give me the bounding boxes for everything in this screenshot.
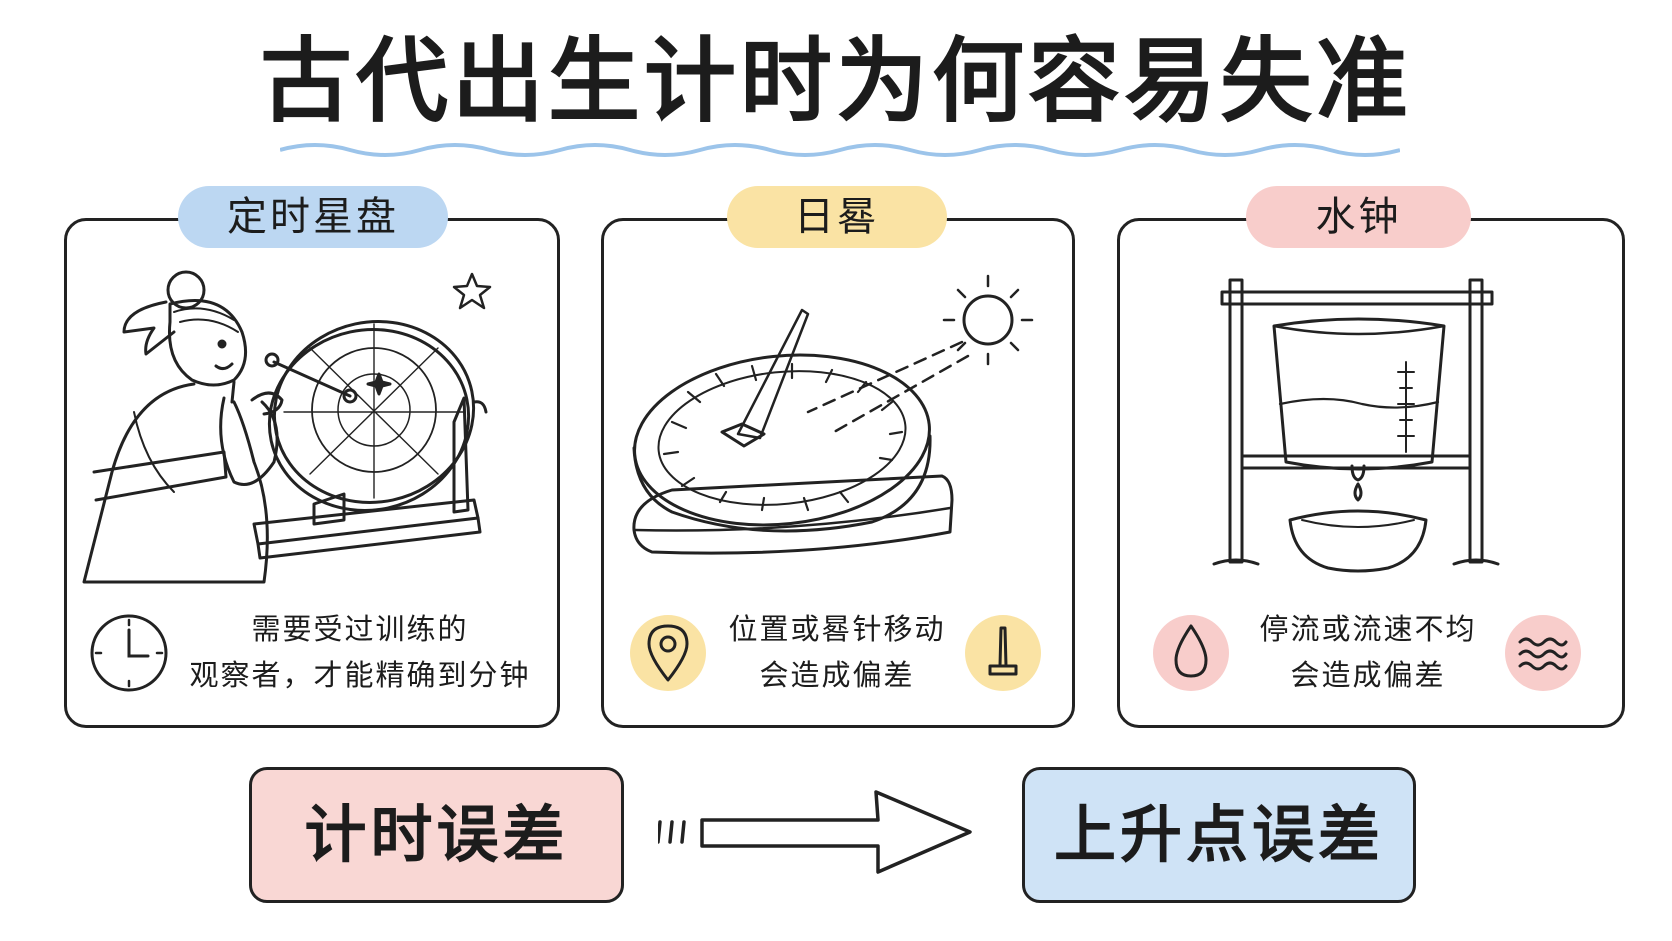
- caption-astrolabe-line1: 需要受过训练的: [251, 612, 469, 646]
- astrolabe-illustration: [82, 270, 492, 584]
- lower-basin: [1288, 509, 1428, 573]
- timing-error-box: 计时误差: [249, 767, 624, 903]
- waves-icon: [1505, 615, 1581, 691]
- sundial-illustration: [632, 274, 1034, 555]
- sun-icon: [962, 294, 1014, 346]
- sundial-dial: [633, 353, 931, 527]
- title-underline: [280, 143, 1400, 157]
- arrow-right-icon: [658, 790, 972, 874]
- gnomon-icon: [965, 615, 1041, 691]
- astrolabe-disk: [272, 320, 476, 504]
- upper-vessel: [1272, 317, 1446, 471]
- caption-astrolabe-line2: 观察者，才能精确到分钟: [189, 658, 531, 692]
- label-sundial: 日晷: [727, 186, 947, 248]
- label-water-clock: 水钟: [1246, 186, 1471, 248]
- caption-sundial-line1: 位置或晷针移动: [728, 612, 946, 646]
- clock-icon: [90, 614, 168, 692]
- water-drop-icon: [1153, 615, 1229, 691]
- caption-sundial-line2: 会造成偏差: [759, 658, 915, 692]
- ascendant-error-box: 上升点误差: [1022, 767, 1416, 903]
- star-icon: [452, 272, 492, 310]
- caption-water-clock-line2: 会造成偏差: [1290, 658, 1446, 692]
- water-clock-illustration: [1212, 278, 1500, 573]
- caption-water-clock-line1: 停流或流速不均: [1259, 612, 1477, 646]
- hair-bun: [166, 270, 206, 310]
- page-title: 古代出生计时为何容易失准: [259, 28, 1412, 135]
- label-astrolabe: 定时星盘: [178, 186, 448, 248]
- location-pin-icon: [630, 615, 706, 691]
